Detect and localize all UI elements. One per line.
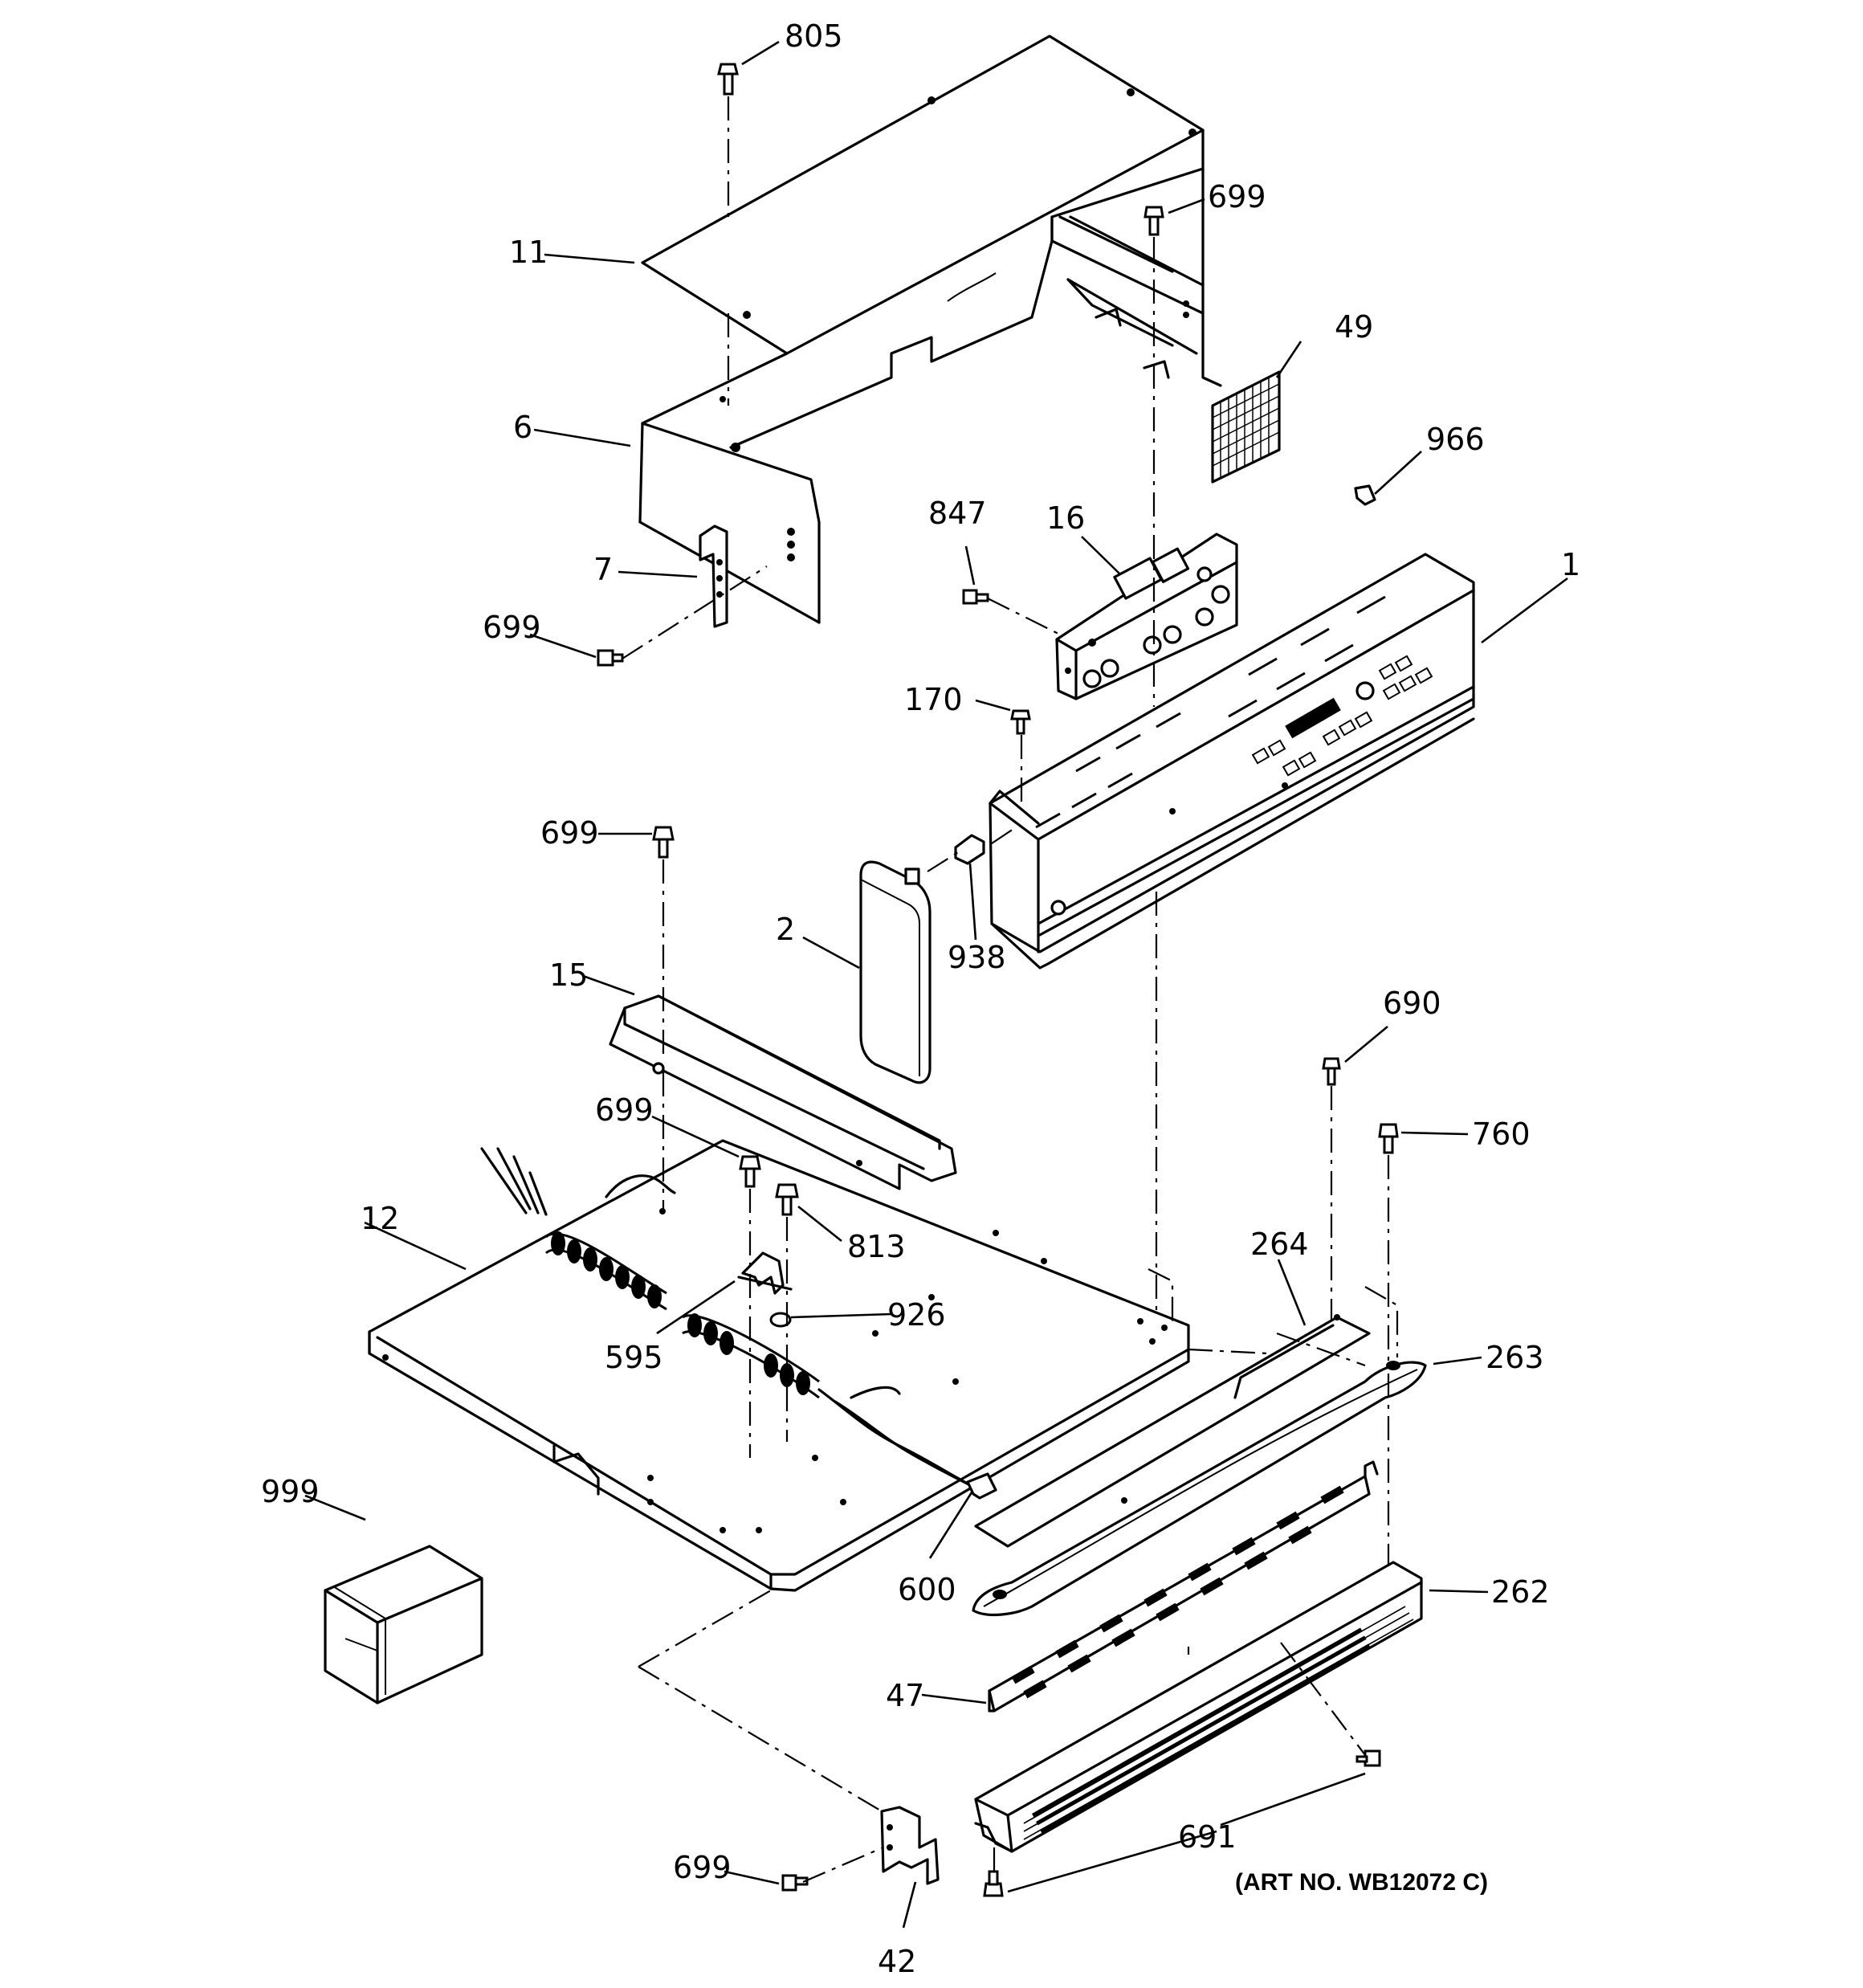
trim-264: [974, 1314, 1371, 1548]
callout-699-left: 699: [483, 610, 541, 645]
kick-panel-262: [974, 1561, 1423, 1853]
callout-6: 6: [513, 410, 532, 445]
bracket-7: [699, 525, 728, 628]
callout-11: 11: [509, 235, 548, 270]
callout-999: 999: [261, 1474, 320, 1509]
callout-760: 760: [1472, 1116, 1531, 1152]
callout-170: 170: [904, 682, 963, 717]
clip-966: [1354, 484, 1376, 506]
callout-16: 16: [1046, 500, 1085, 536]
callout-847: 847: [928, 496, 987, 531]
callout-49: 49: [1335, 309, 1373, 345]
callout-690: 690: [1383, 986, 1441, 1021]
callout-42: 42: [878, 1944, 916, 1979]
literature-box-999: [324, 1545, 483, 1704]
callout-15: 15: [549, 957, 588, 993]
callout-699-lower: 699: [595, 1092, 654, 1128]
callout-600: 600: [898, 1572, 956, 1607]
control-panel-1: [989, 553, 1475, 970]
callout-262: 262: [1491, 1574, 1550, 1610]
control-board-16: [1055, 533, 1238, 700]
callout-12: 12: [361, 1201, 399, 1236]
trim-263: [972, 1361, 1427, 1616]
callout-699-mid: 699: [540, 815, 599, 851]
cooktop-base-12: [368, 1139, 1190, 1592]
callout-699-bottom: 699: [673, 1850, 732, 1885]
mesh-screen-49: [1211, 370, 1281, 484]
callout-263: 263: [1486, 1340, 1544, 1375]
leader-lines: [304, 40, 1568, 1929]
vent-grille-47: [988, 1460, 1379, 1712]
callout-labels: 805 699 11 49 6 966 847 16 1 7 699 170 6…: [261, 18, 1580, 1979]
callout-699-top: 699: [1208, 179, 1266, 214]
callout-264: 264: [1250, 1227, 1309, 1262]
callout-926: 926: [887, 1297, 946, 1333]
callout-2: 2: [776, 912, 795, 947]
callout-966: 966: [1426, 422, 1485, 457]
callout-938: 938: [948, 940, 1006, 975]
clip-938: [954, 834, 985, 865]
trim-bracket-15: [609, 994, 957, 1190]
callout-7: 7: [593, 552, 613, 587]
fasteners: [597, 63, 1399, 1897]
callout-805: 805: [785, 18, 843, 54]
bracket-42: [880, 1806, 940, 1885]
end-cap-2: [859, 860, 932, 1084]
callout-813: 813: [847, 1229, 906, 1264]
callout-1: 1: [1561, 547, 1580, 582]
callout-595: 595: [605, 1340, 663, 1375]
callout-47: 47: [886, 1678, 924, 1713]
callout-691: 691: [1178, 1819, 1237, 1855]
art-number: (ART NO. WB12072 C): [1235, 1869, 1488, 1896]
assembly-lines: [622, 96, 1399, 1884]
upper-housing: [638, 129, 1222, 624]
